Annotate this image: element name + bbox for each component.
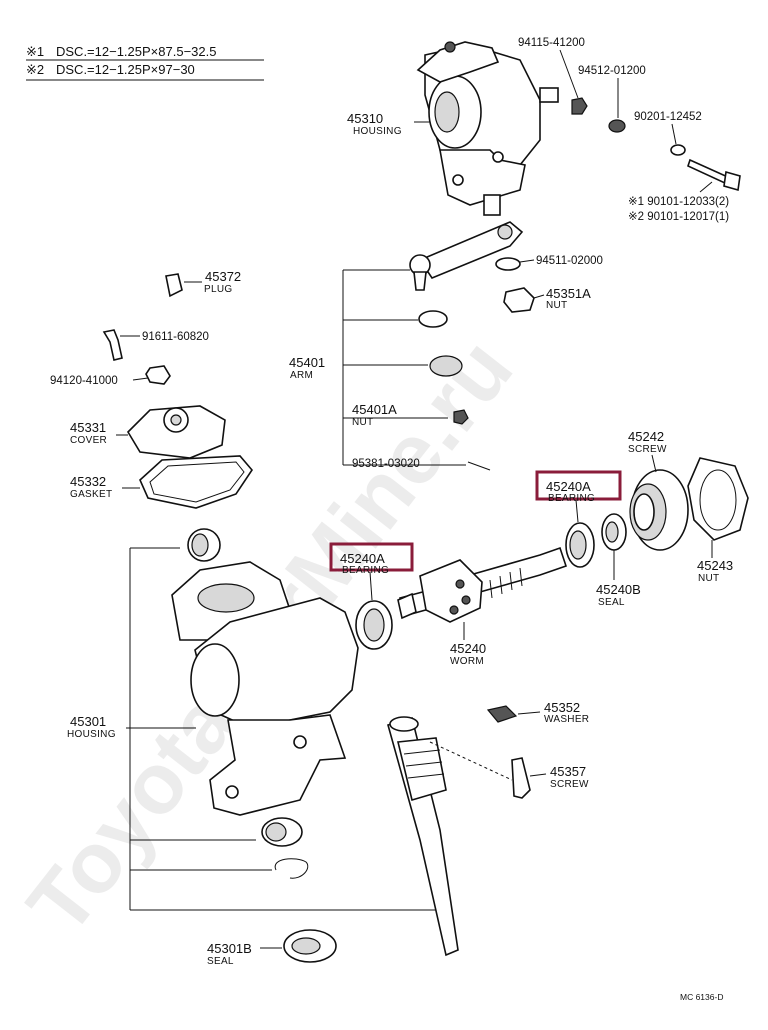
caption-45240: WORM (450, 656, 484, 667)
note-1-text: DSC.=12−1.25P×87.5−32.5 (56, 44, 216, 59)
label-45240A-left: 45240A (340, 551, 385, 566)
label-94511-02000: 94511-02000 (536, 255, 603, 267)
bolt-91611-shape (102, 329, 123, 361)
label-45331: 45331 (70, 420, 106, 435)
washer-94511-shape (495, 257, 521, 271)
seal-45240B-shape (601, 513, 627, 551)
caption-45332: GASKET (70, 489, 112, 500)
label-45357: 45357 (550, 764, 586, 779)
arm-45401-bracket (342, 269, 466, 466)
caption-45372: PLUG (204, 284, 232, 295)
caption-45401: ARM (290, 370, 313, 381)
screw-45242-shape (629, 469, 689, 551)
label-45240A-right: 45240A (546, 479, 591, 494)
label-45310: 45310 (347, 111, 383, 126)
nut-94120-shape (145, 365, 171, 385)
spec-notes: ※1 DSC.=12−1.25P×87.5−32.5 ※2 DSC.=12−1.… (26, 44, 264, 81)
nut-45401A-shape (453, 409, 469, 425)
caption-45243: NUT (698, 573, 719, 584)
label-90201-12452: 90201-12452 (634, 111, 702, 123)
washer-90201-shape (670, 144, 686, 156)
label-45332: 45332 (70, 474, 106, 489)
caption-45357: SCREW (550, 779, 589, 790)
label-45242: 45242 (628, 429, 664, 444)
plug-45372-shape (165, 273, 183, 298)
boot-large-shape (429, 355, 463, 377)
gasket-45332-shape (139, 455, 254, 509)
label-91611-60820: 91611-60820 (142, 331, 209, 343)
label-45351A: 45351A (546, 286, 591, 301)
seal-45301B-shape (283, 929, 337, 963)
note-2-text: DSC.=12−1.25P×97−30 (56, 62, 195, 77)
bolt-90101-shape (687, 158, 732, 186)
housing-45310-drawing (416, 41, 559, 216)
note-1-mark: ※1 (26, 44, 44, 59)
housing-45301-shape (171, 561, 359, 816)
bushing-top-shape (187, 528, 221, 562)
caption-45240A-right: BEARING (548, 493, 595, 504)
label-90101-12017: ※2 90101-12017(1) (628, 211, 729, 223)
washer-45352-shape (486, 705, 518, 723)
label-94120-41000: 94120-41000 (50, 375, 118, 387)
label-45352: 45352 (544, 700, 580, 715)
highlight-45240A-right (535, 470, 622, 501)
figure-reference: MC 6136-D (680, 992, 723, 1002)
label-90101-12033: ※1 90101-12033(2) (628, 196, 729, 208)
caption-45240B: SEAL (598, 597, 625, 608)
screw-45357-shape (511, 757, 531, 799)
label-45240: 45240 (450, 641, 486, 656)
caption-45242: SCREW (628, 444, 667, 455)
caption-45240A-left: BEARING (342, 565, 389, 576)
label-45401A: 45401A (352, 402, 397, 417)
label-45301B: 45301B (207, 941, 252, 956)
caption-45352: WASHER (544, 714, 589, 725)
nut-45351A-shape (503, 287, 535, 313)
caption-45351A: NUT (546, 300, 567, 311)
label-45243: 45243 (697, 558, 733, 573)
caption-45331: COVER (70, 435, 107, 446)
note-2-mark: ※2 (26, 62, 44, 77)
label-95381-03020: 95381-03020 (352, 458, 420, 470)
highlight-45240A-left (329, 542, 414, 572)
label-94115-41200: 94115-41200 (518, 37, 585, 49)
housing-45301-bracket (126, 547, 440, 911)
caption-45401A: NUT (352, 417, 373, 428)
sector-shaft-shape (387, 716, 459, 957)
label-45301: 45301 (70, 714, 106, 729)
caption-45301: HOUSING (67, 729, 116, 740)
label-45240B: 45240B (596, 582, 641, 597)
caption-45301B: SEAL (207, 956, 234, 967)
label-45372: 45372 (205, 269, 241, 284)
bearing-45240A-right-shape (565, 522, 595, 568)
cotter-pin-shape (467, 461, 491, 471)
washer-94512-shape (608, 119, 626, 133)
caption-45310: HOUSING (353, 126, 402, 137)
nut-45243-shape (687, 457, 749, 541)
worm-45240-shape (397, 546, 568, 623)
bearing-45240A-left-shape (355, 600, 393, 650)
snap-ring-shape (274, 858, 309, 879)
label-45401: 45401 (289, 355, 325, 370)
bushing-lower-shape (261, 817, 303, 847)
pitman-arm-shape (418, 221, 524, 279)
label-94512-01200: 94512-01200 (578, 65, 646, 77)
boot-small-shape (418, 310, 448, 328)
nut-94115-shape (571, 97, 588, 115)
